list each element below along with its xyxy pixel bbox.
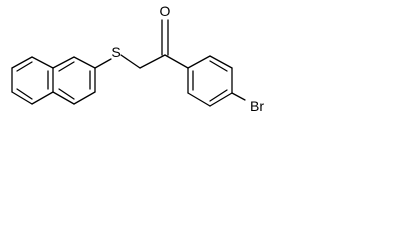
thioether-linker [94,54,166,69]
carbonyl-group [161,19,189,69]
bond [52,91,75,105]
bond-methylene-to-carbonyl [139,54,166,69]
bromophenyl-ring [187,55,246,107]
naphthalene-ring-system [11,56,96,105]
bond [73,56,96,69]
bond [52,56,75,69]
bond-ring-to-sulfur [94,58,112,69]
bond [11,56,33,69]
bond-sulfur-to-methylene [120,54,141,69]
bond [11,91,33,105]
double-bond-inner [209,60,228,72]
bond [187,92,211,107]
double-bond-inner [58,88,75,100]
double-bond-inner [16,88,33,100]
oxygen-atom-label: O [160,3,171,19]
bromine-atom-label: Br [250,98,264,114]
bond [209,92,233,107]
double-bond-inner [209,89,228,102]
bond [31,91,54,105]
structure-diagram: O S Br [11,3,264,114]
bond [31,56,54,69]
double-bond-inner [58,61,75,72]
bond [73,91,96,105]
bond [187,55,211,69]
double-bond-inner [16,61,33,72]
bond-ring-to-bromine [231,92,246,101]
bond [209,55,233,69]
bond-carbonyl-to-ring [164,54,189,69]
sulfur-atom-label: S [111,44,120,60]
